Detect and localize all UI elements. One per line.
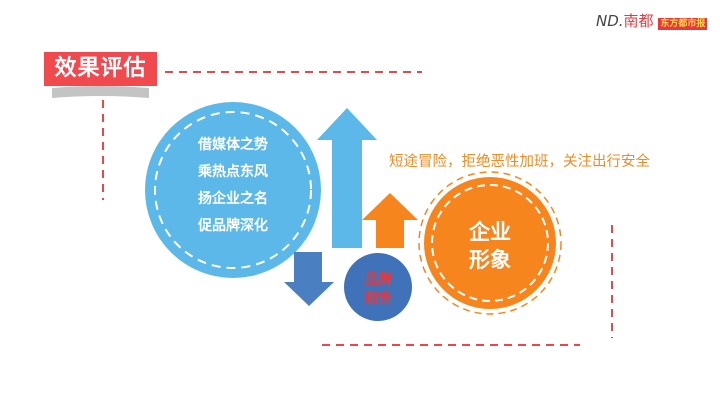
blue-circle	[145, 102, 321, 278]
blue-circle-text: 借媒体之势 乘热点东风 扬企业之名 促品牌深化	[170, 132, 296, 240]
circle-line: 促品牌深化	[198, 218, 268, 234]
down-arrow-dark-blue	[284, 252, 334, 306]
label-line: 服务	[364, 291, 392, 307]
brand-service-label: 品牌 服务	[345, 271, 411, 309]
orange-circle	[424, 177, 556, 309]
title-shadow-band	[52, 86, 149, 98]
blue-circle-dashed-ring	[154, 111, 312, 269]
tagline: 短途冒险，拒绝恶性加班，关注出行安全	[389, 154, 650, 170]
orange-circle-outer-ring	[418, 171, 562, 315]
logo: ND.南都 东方都市报	[596, 12, 708, 30]
page-title: 效果评估	[44, 52, 157, 86]
enterprise-image-label: 企业 形象	[440, 218, 540, 274]
orange-circle-dashed-ring	[431, 184, 549, 302]
circle-line: 借媒体之势	[198, 137, 268, 153]
label-line: 企业	[469, 220, 511, 244]
label-line: 品牌	[364, 272, 392, 288]
label-line: 形象	[469, 248, 511, 272]
up-arrow-orange	[362, 193, 418, 248]
up-arrow-blue	[317, 108, 377, 248]
dark-blue-circle	[344, 253, 412, 321]
circle-line: 扬企业之名	[198, 191, 268, 207]
circle-line: 乘热点东风	[198, 164, 268, 180]
